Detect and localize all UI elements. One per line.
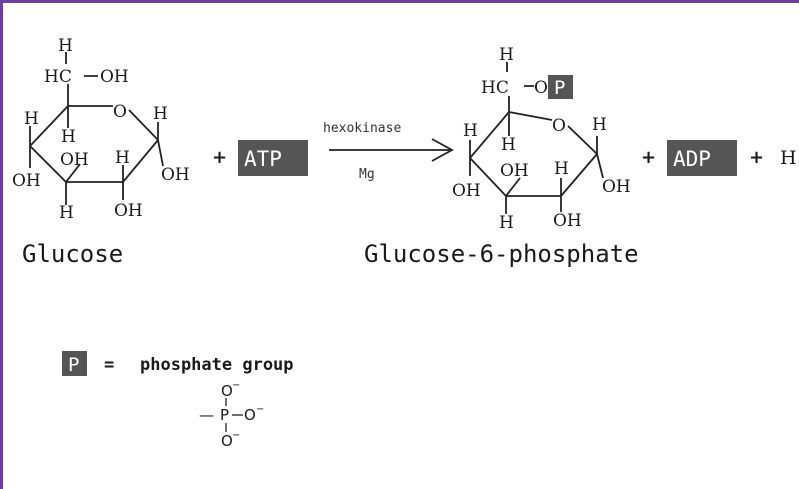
legend-o-bottom: O [221,432,233,450]
legend-o-bottom-charge: − [232,430,240,441]
glucose-c6-bonds [65,52,98,106]
glucose-c1-oh: OH [161,165,190,185]
g6p-ring [469,111,598,197]
glucose-c2-h: H [115,148,130,168]
g6p-ring-oxygen: O [552,116,566,136]
glucose-c3-oh: OH [60,150,89,170]
atp-box [238,140,308,176]
glucose-c6-h: H [58,36,73,56]
glucose-ring [29,105,159,183]
g6p-c2-oh: OH [553,211,582,231]
cofactor-ion-label: Mg [359,167,375,182]
legend-phosphate-symbol: P [68,354,79,376]
g6p-c6-bonds [506,62,534,112]
legend-o-right: O [244,406,256,424]
glucose-c4-h: H [24,109,39,129]
g6p-c1-h: H [592,115,607,135]
adp-label: ADP [673,147,711,171]
g6p-c6: HC [481,78,509,98]
g6p-c3-h: H [499,213,514,233]
plus-sign-3: + [749,147,764,168]
g6p-c2-h: H [554,159,569,179]
glucose-structure: H HC OH O H OH H H OH OH H H OH Glucose [12,36,190,268]
legend-p: P [220,406,229,424]
plus-sign-1: + [212,147,227,168]
enzyme-label: hexokinase [323,121,401,136]
g6p-phosphate-box [548,75,573,99]
glucose-6-phosphate-structure: H HC O P O H OH H H OH OH H H OH Glucose… [364,45,639,268]
legend-o-right-charge: − [256,404,264,415]
g6p-c1-oh: OH [602,177,631,197]
legend-phosphate-box [62,351,87,376]
extra-product-h: H [780,147,797,169]
legend-o-top: O [221,382,233,400]
glucose-c2-oh: OH [114,201,143,221]
glucose-6-phosphate-label: Glucose-6-phosphate [364,240,639,268]
glucose-label: Glucose [22,240,123,268]
adp-box [667,140,737,176]
glucose-c6: HC [44,67,72,87]
glucose-c5-h: H [61,127,76,147]
reaction-arrow: hexokinase Mg [323,121,454,182]
g6p-c5-h: H [501,135,516,155]
legend-equals: = [104,355,114,375]
legend-o-top-charge: − [232,380,240,391]
g6p-c4-oh: OH [452,181,481,201]
plus-sign-2: + [641,147,656,168]
arrow-head [431,138,454,162]
g6p-c6-h: H [499,45,514,65]
glucose-c1-h: H [153,104,168,124]
glucose-ring-oxygen: O [113,102,127,122]
glucose-c3-h: H [59,203,74,223]
glucose-c6-oh: OH [100,67,129,87]
phosphate-legend: P = phosphate group O − — P O − O − [62,351,294,450]
glucose-c4-oh: OH [12,171,41,191]
g6p-substituent-bonds [469,112,604,214]
g6p-phosphate-label: P [554,77,565,99]
g6p-c4-h: H [463,121,478,141]
g6p-c6-oxygen: O [534,78,548,98]
legend-bond-left: — [199,406,214,424]
atp-label: ATP [244,147,282,171]
glucose-substituent-bonds [29,106,164,205]
g6p-c3-oh: OH [500,161,529,181]
legend-text: phosphate group [140,355,294,375]
